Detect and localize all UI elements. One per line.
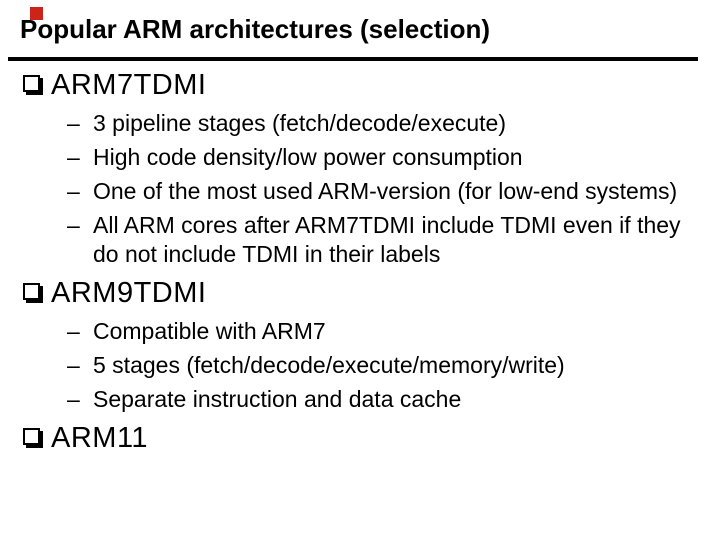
dash-bullet-icon: – — [67, 318, 80, 345]
section-heading: ARM11 — [20, 421, 702, 455]
section-heading-label: ARM11 — [51, 422, 149, 455]
bullet-item-text: High code density/low power consumption — [93, 144, 523, 171]
bullet-item: –Compatible with ARM7 — [67, 317, 702, 346]
dash-bullet-icon: – — [67, 110, 80, 137]
bullet-item-text: One of the most used ARM-version (for lo… — [93, 178, 678, 205]
bullet-item: –High code density/low power consumption — [67, 143, 702, 172]
slide-section: ARM7TDMI–3 pipeline stages (fetch/decode… — [20, 68, 702, 269]
slide-title: Popular ARM architectures (selection) — [20, 14, 491, 44]
shadowed-square-bullet-icon — [23, 428, 40, 446]
bullet-item: –5 stages (fetch/decode/execute/memory/w… — [67, 351, 702, 380]
bullet-item-text: Compatible with ARM7 — [93, 318, 326, 345]
slide-section: ARM11 — [20, 421, 702, 455]
section-item-list: –Compatible with ARM7–5 stages (fetch/de… — [20, 317, 702, 414]
bullet-item-text: 3 pipeline stages (fetch/decode/execute) — [93, 110, 506, 137]
dash-bullet-icon: – — [67, 178, 80, 205]
bullet-item-text: 5 stages (fetch/decode/execute/memory/wr… — [93, 352, 565, 379]
bullet-item: –3 pipeline stages (fetch/decode/execute… — [67, 109, 702, 138]
dash-bullet-icon: – — [67, 386, 80, 413]
section-heading-label: ARM9TDMI — [51, 277, 207, 310]
section-item-list: –3 pipeline stages (fetch/decode/execute… — [20, 109, 702, 269]
section-heading: ARM7TDMI — [20, 68, 702, 102]
shadowed-square-bullet-icon — [23, 283, 40, 301]
dash-bullet-icon: – — [67, 352, 80, 379]
section-heading-label: ARM7TDMI — [51, 69, 207, 102]
dash-bullet-icon: – — [67, 144, 80, 171]
dash-bullet-icon: – — [67, 212, 80, 239]
slide-section: ARM9TDMI–Compatible with ARM7–5 stages (… — [20, 276, 702, 414]
bullet-item-text: Separate instruction and data cache — [93, 386, 462, 413]
red-square-accent-icon — [30, 7, 43, 20]
slide-content: ARM7TDMI–3 pipeline stages (fetch/decode… — [20, 68, 702, 455]
bullet-item: –All ARM cores after ARM7TDMI include TD… — [67, 211, 702, 269]
bullet-item: –One of the most used ARM-version (for l… — [67, 177, 702, 206]
section-heading: ARM9TDMI — [20, 276, 702, 310]
shadowed-square-bullet-icon — [23, 75, 40, 93]
bullet-item: –Separate instruction and data cache — [67, 385, 702, 414]
title-underline — [8, 57, 698, 62]
bullet-item-text: All ARM cores after ARM7TDMI include TDM… — [93, 212, 681, 268]
